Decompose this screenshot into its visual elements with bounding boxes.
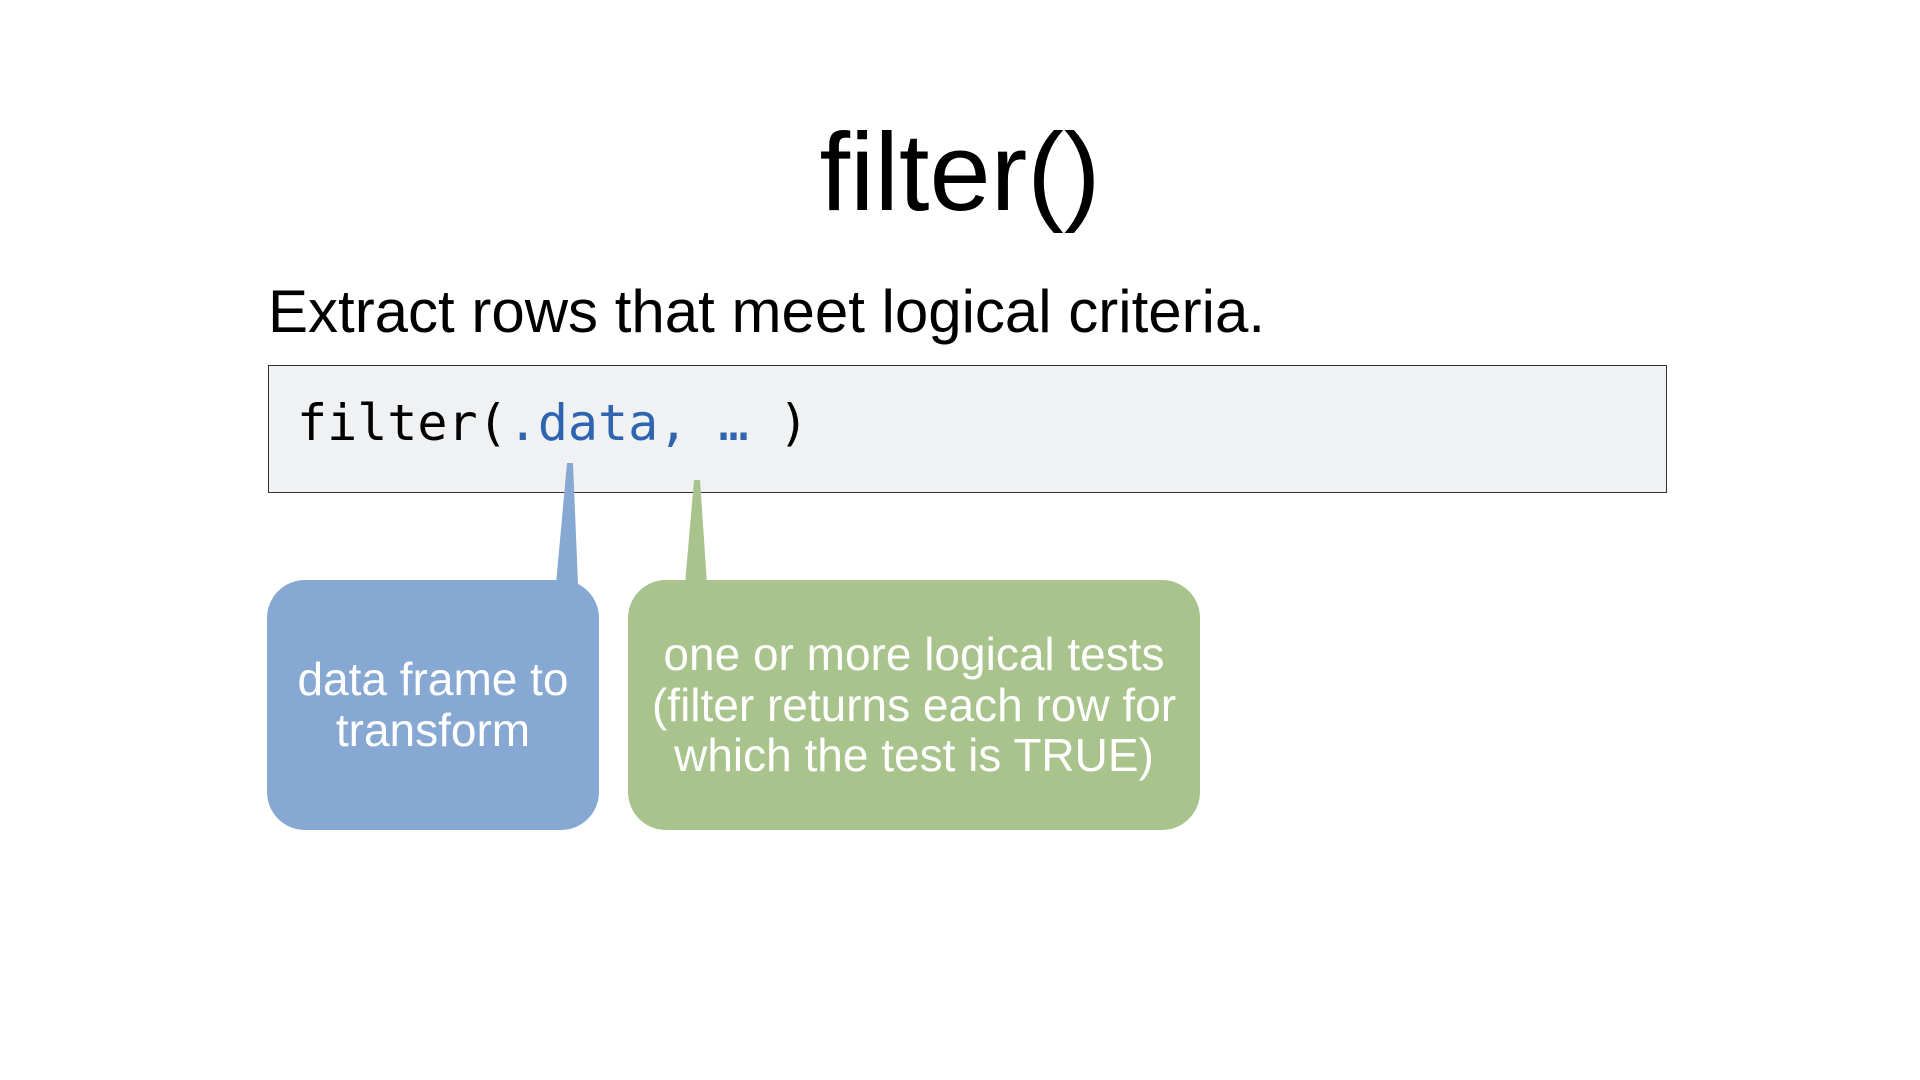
callout-logical-tests-text: one or more logical tests (filter return… — [652, 629, 1176, 781]
callout-line: transform — [335, 704, 531, 756]
slide-subtitle: Extract rows that meet logical criteria. — [268, 278, 1266, 345]
callout-logical-tests: one or more logical tests (filter return… — [628, 580, 1200, 830]
callout-line: which the test is TRUE) — [674, 729, 1154, 782]
callout-line: one or more logical tests — [663, 628, 1165, 681]
code-separator: , — [658, 394, 719, 452]
code-arg-dots: … — [718, 394, 749, 452]
code-close-paren: ) — [748, 394, 809, 452]
callout-data-frame-text: data frame to transform — [297, 654, 568, 755]
callout-line: data frame to — [297, 653, 569, 706]
pointer-dots — [685, 480, 707, 584]
callout-data-frame: data frame to transform — [267, 580, 599, 830]
code-box: filter(.data, … ) — [268, 365, 1667, 493]
code-function: filter( — [297, 394, 508, 452]
code-arg-data: .data — [507, 394, 659, 452]
callout-line: (filter returns each row for — [651, 678, 1177, 731]
pointer-data — [556, 463, 578, 584]
code-signature: filter(.data, … ) — [297, 398, 809, 448]
slide-title: filter() — [819, 111, 1101, 234]
